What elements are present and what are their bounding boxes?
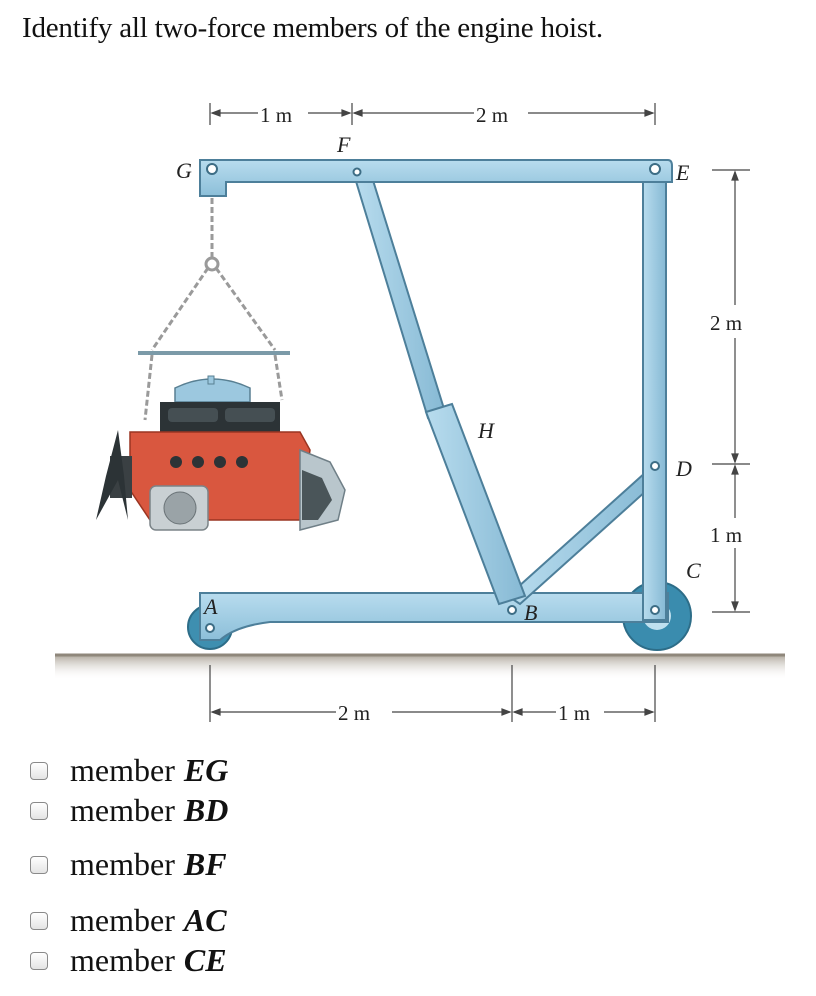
option-word: member	[70, 942, 175, 978]
member-bf	[353, 172, 527, 606]
option-var: BF	[183, 846, 227, 882]
option-var: BD	[183, 792, 229, 828]
point-label-c: C	[686, 558, 701, 583]
point-label-d: D	[675, 456, 692, 481]
option-word: member	[70, 792, 175, 828]
option-var: EG	[183, 752, 229, 788]
engine-hoist-figure: 1 m 2 m 2 m 1 m 2 m 1 m G F E H D C B A	[55, 103, 785, 725]
base-member	[199, 592, 669, 641]
checkbox-bf[interactable]	[30, 855, 48, 874]
point-label-g: G	[176, 158, 192, 183]
option-word: member	[70, 902, 175, 938]
point-label-a: A	[202, 594, 218, 619]
point-label-e: E	[675, 160, 690, 185]
member-eg	[199, 159, 673, 197]
dim-right-upper: 2 m	[710, 311, 742, 335]
point-label-b: B	[524, 600, 537, 625]
option-member-ac[interactable]: member AC	[30, 902, 227, 939]
ground	[55, 653, 785, 680]
option-member-bf[interactable]: member BF	[30, 846, 227, 883]
dim-top-left: 1 m	[260, 103, 292, 127]
dim-right-lower: 1 m	[710, 523, 742, 547]
option-word: member	[70, 752, 175, 788]
option-var: AC	[183, 902, 227, 938]
option-member-eg[interactable]: member EG	[30, 752, 228, 789]
checkbox-eg[interactable]	[30, 761, 48, 780]
point-label-h: H	[477, 418, 495, 443]
dim-bottom-right: 1 m	[558, 701, 590, 725]
dimension-lines	[209, 103, 750, 722]
member-ce	[642, 167, 667, 621]
option-member-bd[interactable]: member BD	[30, 792, 228, 829]
pins	[205, 163, 661, 633]
option-var: CE	[183, 942, 227, 978]
engine-icon	[96, 375, 346, 531]
point-label-f: F	[336, 132, 351, 157]
checkbox-ac[interactable]	[30, 911, 48, 930]
checkbox-bd[interactable]	[30, 801, 48, 820]
figure-labels: 1 m 2 m 2 m 1 m 2 m 1 m G F E H D C B A	[176, 103, 742, 725]
option-member-ce[interactable]: member CE	[30, 942, 227, 979]
question-text: Identify all two-force members of the en…	[22, 12, 603, 44]
chain	[143, 198, 284, 421]
checkbox-ce[interactable]	[30, 951, 48, 970]
member-bd	[506, 470, 658, 606]
option-word: member	[70, 846, 175, 882]
dim-bottom-left: 2 m	[338, 701, 370, 725]
dim-top-right: 2 m	[476, 103, 508, 127]
